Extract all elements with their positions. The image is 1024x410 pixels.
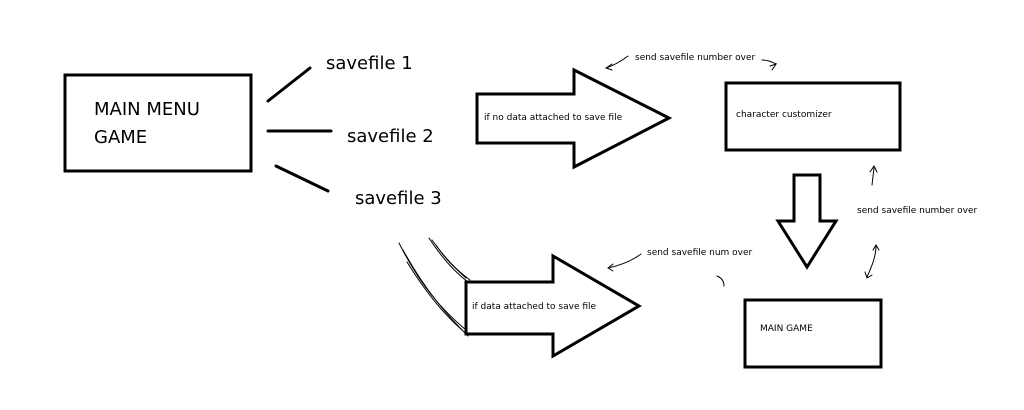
annotation-send-right: send savefile number over xyxy=(857,206,978,216)
connector-savefile-1 xyxy=(266,66,312,103)
arrow-no-data xyxy=(475,67,673,170)
hint-arrow-right-bidir xyxy=(866,245,877,278)
hint-arrow-top-right xyxy=(761,59,777,65)
savefile-2-label: savefile 2 xyxy=(347,126,434,147)
main-menu-line1: MAIN MENU xyxy=(94,99,200,120)
arrow-no-data-label: if no data attached to save file xyxy=(484,113,623,123)
main-game-box xyxy=(743,298,883,369)
savefile-1-label: savefile 1 xyxy=(326,53,413,74)
hint-arrow-right-up xyxy=(871,167,875,186)
hint-arrow-bottom-right xyxy=(716,275,725,287)
hint-arrows xyxy=(605,55,880,287)
savefile-3-label: savefile 3 xyxy=(355,188,442,209)
annotation-send-bottom: send savefile num over xyxy=(647,248,753,258)
annotation-send-top: send savefile number over xyxy=(635,53,756,63)
character-customizer-label: character customizer xyxy=(736,110,832,120)
connector-savefile-3 xyxy=(274,164,330,193)
hint-arrow-bottom-left xyxy=(607,253,642,269)
main-menu-line2: GAME xyxy=(94,127,148,148)
arrow-has-data xyxy=(464,253,642,359)
arrow-down xyxy=(775,173,839,270)
character-customizer-box xyxy=(724,81,902,152)
arrow-has-data-label: if data attached to save file xyxy=(472,302,597,312)
main-menu-box xyxy=(63,73,253,173)
main-game-label: MAIN GAME xyxy=(760,324,813,334)
main-menu-label: MAIN MENU GAME xyxy=(94,96,200,152)
scribble-marks xyxy=(398,237,471,337)
